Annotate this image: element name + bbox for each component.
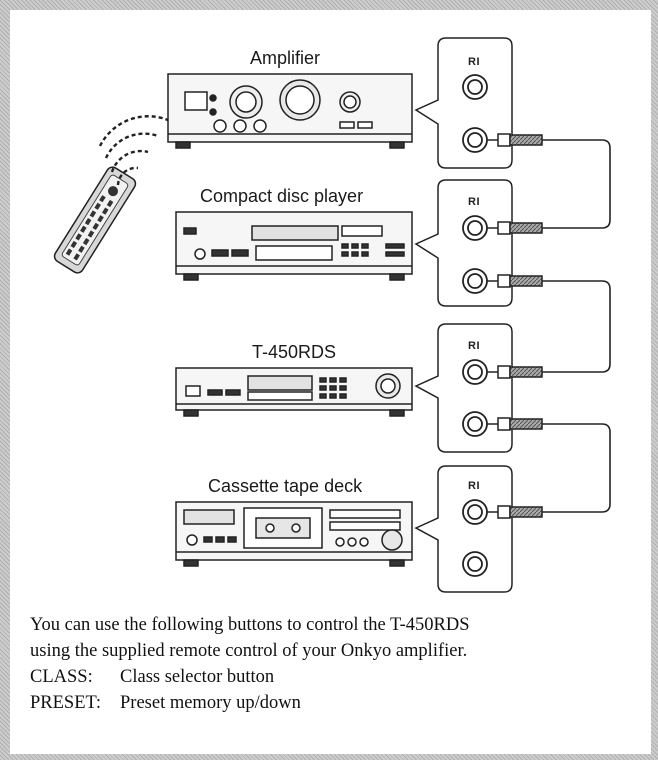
amplifier-jack-1 xyxy=(462,74,488,100)
remote-note: You can use the following buttons to con… xyxy=(30,612,640,716)
ri-label-cd: RI xyxy=(468,196,480,208)
tuner-jack-1 xyxy=(462,359,488,385)
tuner-illustration xyxy=(175,367,413,417)
cd-ri-callout xyxy=(414,179,513,307)
tuner-ri-callout xyxy=(414,323,513,453)
amplifier-illustration xyxy=(167,73,413,149)
ri-callouts xyxy=(414,37,513,593)
plug-tuner-1 xyxy=(487,365,543,379)
class-key: CLASS: xyxy=(30,667,93,687)
class-desc: Class selector button xyxy=(120,667,275,687)
ri-label-amplifier: RI xyxy=(468,56,480,68)
ri-label-tape: RI xyxy=(468,480,480,492)
compact-disc-player-illustration xyxy=(175,211,413,281)
ri-jacks xyxy=(462,74,488,577)
preset-key: PRESET: xyxy=(30,693,102,713)
tuner-jack-2 xyxy=(462,411,488,437)
note-item-class: CLASS: Class selector button xyxy=(30,664,640,690)
cable-tuner-tape xyxy=(542,423,611,513)
tape-jack-2 xyxy=(462,551,488,577)
note-line-1: You can use the following buttons to con… xyxy=(30,615,470,635)
amplifier-label: Amplifier xyxy=(250,48,321,68)
tape-ri-callout xyxy=(414,465,513,593)
cassette-deck-label: Cassette tape deck xyxy=(208,476,363,496)
note-item-preset: PRESET: Preset memory up/down xyxy=(30,690,640,716)
amplifier-jack-2 xyxy=(462,127,488,153)
amplifier-ri-callout xyxy=(414,37,513,169)
cd-jack-1 xyxy=(462,215,488,241)
ri-cables xyxy=(487,133,611,519)
note-line-2: using the supplied remote control of you… xyxy=(30,641,468,661)
remote-control-illustration xyxy=(53,115,169,274)
tuner-label: T-450RDS xyxy=(252,342,337,362)
cassette-tape-deck-illustration xyxy=(175,501,413,567)
cd-player-label: Compact disc player xyxy=(200,186,364,206)
cd-jack-2 xyxy=(462,268,488,294)
ri-label-tuner: RI xyxy=(468,340,480,352)
preset-desc: Preset memory up/down xyxy=(120,693,301,713)
cable-amp-cd xyxy=(542,139,611,229)
plug-tuner-2 xyxy=(487,417,543,431)
cable-cd-tuner xyxy=(542,280,611,373)
tape-jack-1 xyxy=(462,499,488,525)
